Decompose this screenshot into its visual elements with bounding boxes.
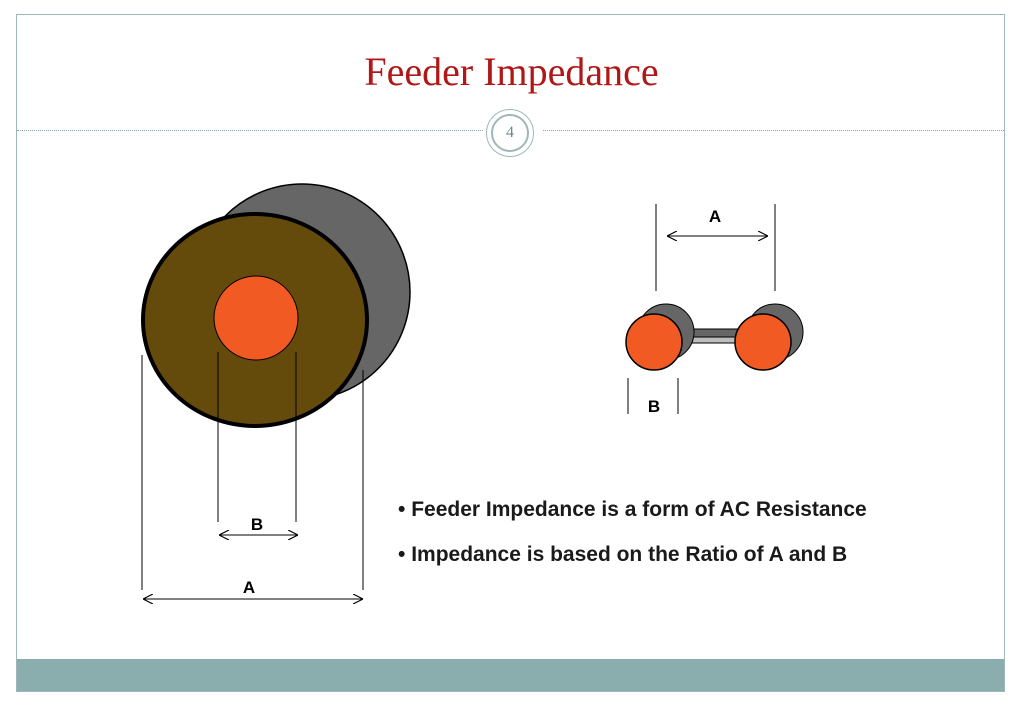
coax-label-b: B (251, 515, 263, 534)
bullet-item: Feeder Impedance is a form of AC Resista… (398, 494, 1008, 526)
page-number: 4 (491, 114, 529, 152)
bullet-item: Impedance is based on the Ratio of A and… (398, 539, 1008, 571)
twin-right-conductor (734, 313, 792, 371)
footer-bar (17, 659, 1004, 691)
twin-label-b: B (648, 397, 660, 416)
title-rule-left (17, 130, 483, 131)
title-rule-right (543, 130, 1004, 131)
twin-label-a: A (709, 207, 721, 226)
twin-lead-feeder: A B (625, 204, 804, 416)
twin-left-conductor (625, 313, 683, 371)
coax-center-conductor (213, 275, 299, 361)
page-number-badge: 4 (486, 109, 534, 157)
bullet-list: Feeder Impedance is a form of AC Resista… (398, 494, 1008, 584)
coax-cable: B A (141, 183, 411, 599)
slide-title: Feeder Impedance (364, 49, 659, 94)
coax-label-a: A (243, 578, 255, 597)
